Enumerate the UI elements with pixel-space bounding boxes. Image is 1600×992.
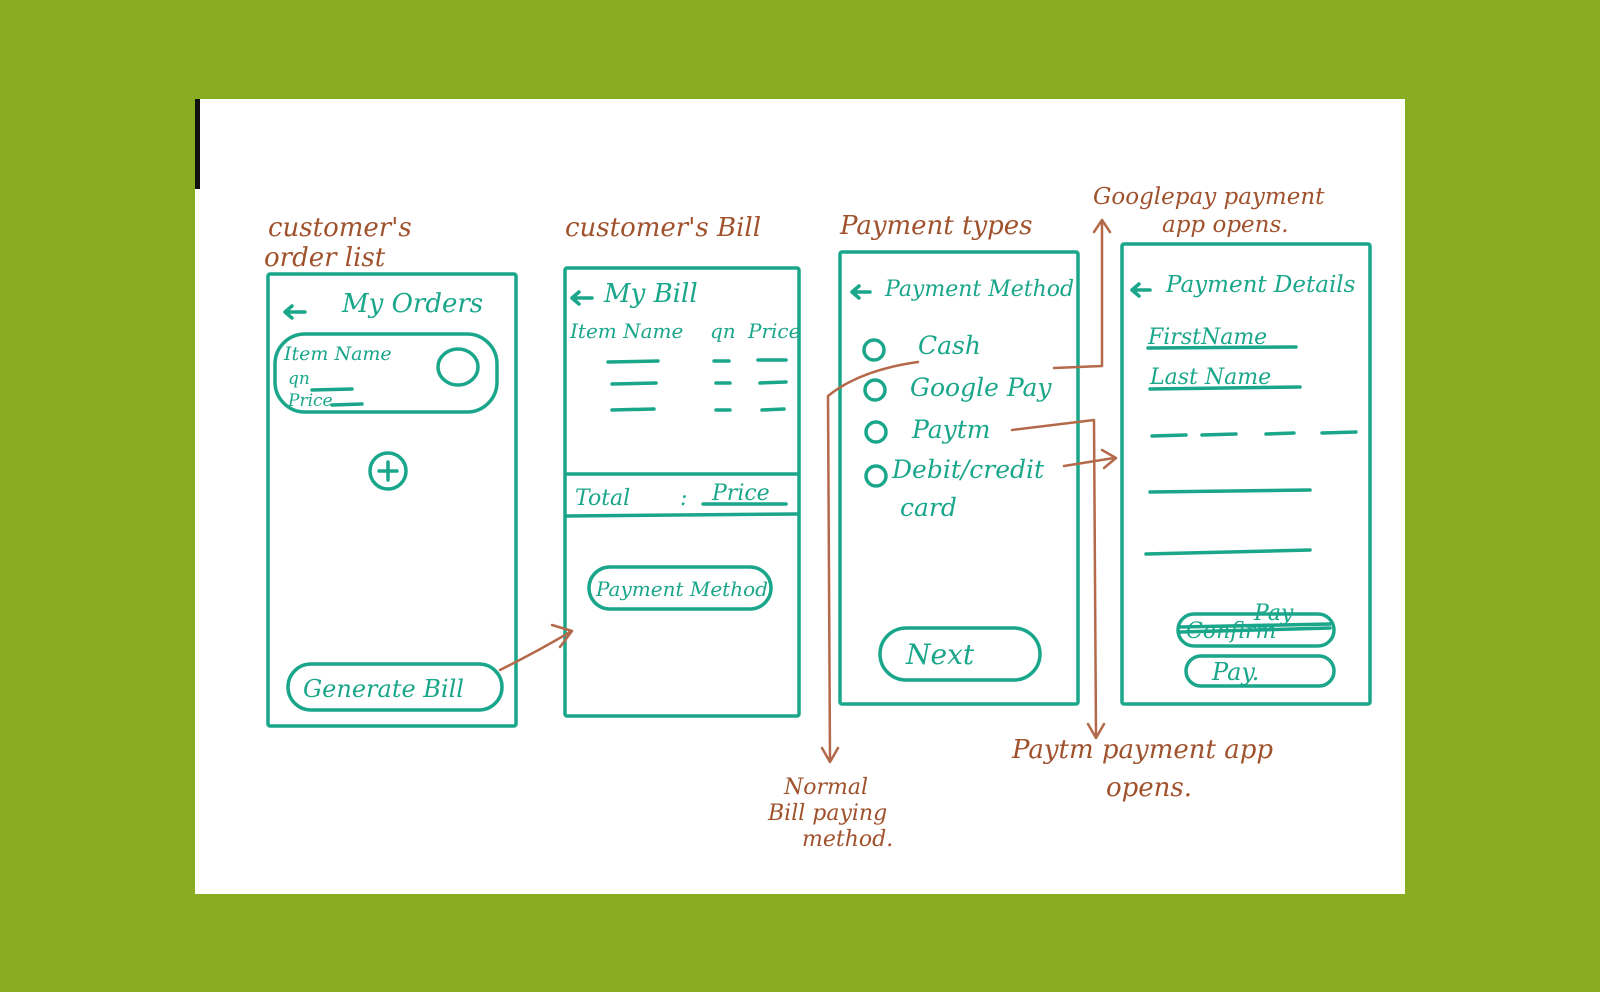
caption-payment-types: Payment types <box>839 211 1033 241</box>
price-label: Price <box>287 391 333 411</box>
option-label: Google Pay <box>910 373 1052 402</box>
caption-orders-line2: order list <box>264 243 386 273</box>
screen-my-orders: My Orders Item Name qn Price Generate Bi… <box>266 272 518 728</box>
option-label-line2: card <box>900 493 957 522</box>
first-name-underline <box>1146 345 1298 350</box>
payment-option-debit-credit[interactable]: Debit/credit card <box>864 455 1045 522</box>
option-label: Paytm <box>911 415 990 444</box>
item-image-icon <box>436 347 480 387</box>
page-title: Payment Details <box>1165 272 1356 298</box>
payment-option-cash[interactable]: Cash <box>862 331 981 362</box>
add-item-button[interactable] <box>368 451 408 491</box>
confirm-label-correction: Pay <box>1253 601 1294 626</box>
back-arrow-icon[interactable] <box>1130 282 1152 298</box>
generate-bill-button[interactable] <box>286 662 504 712</box>
divider <box>564 512 800 518</box>
item-name-label: Item Name <box>283 343 392 365</box>
caption-paytm-line2: opens. <box>1106 773 1192 803</box>
confirm-button-struck[interactable] <box>1176 612 1336 648</box>
column-item-name: Item Name <box>569 319 683 343</box>
price-line <box>330 402 364 407</box>
next-button[interactable] <box>878 626 1042 682</box>
input-field-dashed[interactable] <box>1150 430 1358 438</box>
arrow-generate-bill-to-bill <box>498 623 574 672</box>
arrow-cash-to-normal <box>820 360 920 764</box>
bill-row-placeholders <box>606 358 788 412</box>
generate-bill-label: Generate Bill <box>303 675 464 703</box>
pay-label: Pay. <box>1211 658 1259 686</box>
caption-bill: customer's Bill <box>565 213 761 243</box>
screen-payment-details: Payment Details FirstName Last Name Conf… <box>1120 242 1372 706</box>
phone-frame <box>266 272 518 728</box>
quantity-line <box>310 387 354 392</box>
total-value: Price <box>711 481 770 506</box>
column-price: Price <box>747 319 800 343</box>
radio-icon <box>864 420 888 444</box>
option-label: Debit/credit <box>891 455 1045 484</box>
caption-googlepay-line2: app opens. <box>1162 212 1289 238</box>
payment-method-button[interactable] <box>587 565 773 611</box>
page-title: My Bill <box>603 279 698 309</box>
caption-orders-line1: customer's <box>268 213 412 243</box>
quantity-label: qn <box>288 369 310 389</box>
caption-paytm-line1: Paytm payment app <box>1011 735 1273 765</box>
caption-normal-line2: Bill paying <box>767 801 887 826</box>
payment-option-paytm[interactable]: Paytm <box>864 415 990 444</box>
strike-through <box>1178 622 1332 634</box>
radio-icon <box>864 464 888 488</box>
screen-my-bill: My Bill Item Name qn Price Total : Price… <box>563 266 801 718</box>
input-field[interactable] <box>1148 488 1312 494</box>
arrow-debit-to-details <box>1062 448 1118 470</box>
page-title: Payment Method <box>884 277 1074 302</box>
page-title: My Orders <box>341 289 483 319</box>
last-name-field[interactable]: Last Name <box>1149 365 1271 390</box>
caption-normal-line3: method. <box>802 827 893 852</box>
paper-edge <box>195 99 200 189</box>
arrow-paytm-to-caption <box>1010 418 1106 740</box>
pay-button[interactable] <box>1184 654 1336 688</box>
total-label: Total <box>575 486 630 511</box>
arrow-googlepay-to-caption <box>1052 218 1112 370</box>
back-arrow-icon[interactable] <box>850 284 872 300</box>
caption-normal-line1: Normal <box>783 775 868 800</box>
next-label: Next <box>905 638 975 671</box>
back-arrow-icon[interactable] <box>570 290 594 306</box>
payment-method-label: Payment Method <box>595 577 768 601</box>
screen-payment-method: Payment Method Cash Google Pay Paytm Deb… <box>838 250 1080 706</box>
back-arrow-icon[interactable] <box>283 304 307 320</box>
plus-icon <box>368 451 408 491</box>
phone-frame <box>1120 242 1372 706</box>
phone-frame <box>563 266 801 718</box>
caption-googlepay-line1: Googlepay payment <box>1093 184 1325 210</box>
radio-icon <box>863 378 887 402</box>
payment-option-google-pay[interactable]: Google Pay <box>863 373 1052 402</box>
last-name-underline <box>1148 385 1302 391</box>
column-quantity: qn <box>710 319 736 343</box>
radio-icon <box>862 338 886 362</box>
phone-frame <box>838 250 1080 706</box>
input-field[interactable] <box>1144 548 1312 556</box>
order-item-card[interactable] <box>273 332 499 414</box>
total-separator: : <box>680 486 687 511</box>
option-label: Cash <box>918 331 981 360</box>
